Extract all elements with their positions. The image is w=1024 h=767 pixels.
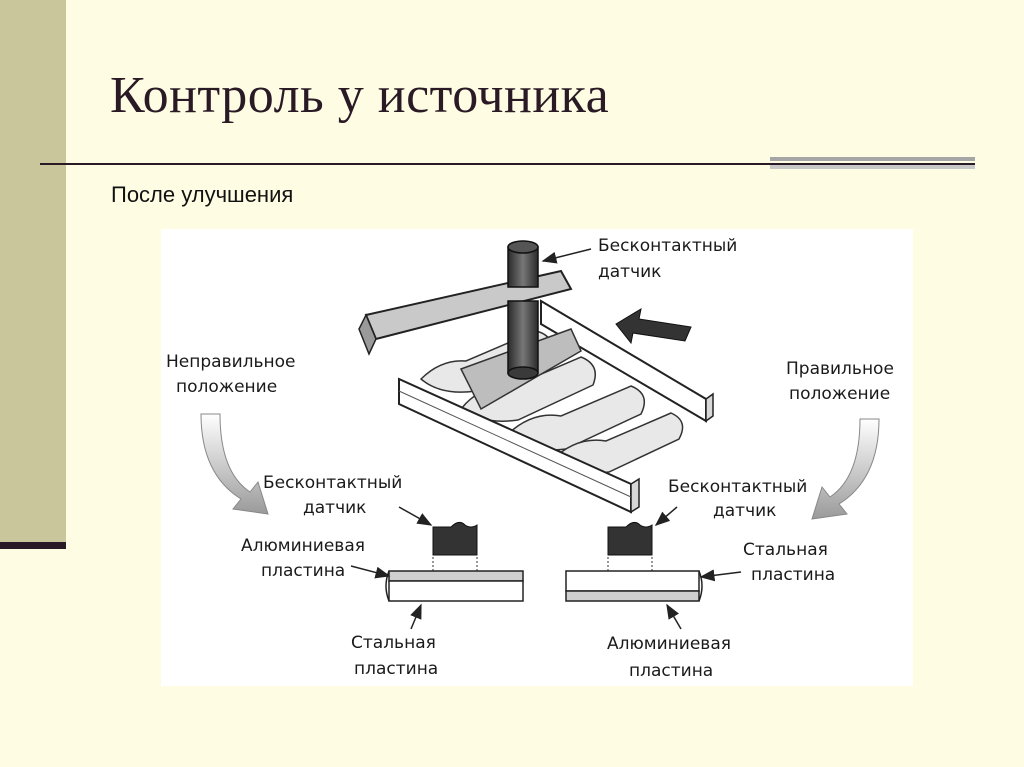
label-left-sensor-2: датчик <box>303 498 366 518</box>
diagram-figure: Бесконтактный датчик Неправильное положе… <box>161 229 913 686</box>
label-right-bottom-plate-2: пластина <box>629 661 713 681</box>
slide-title: Контроль у источника <box>110 67 610 124</box>
label-wrong-position-1: Неправильное <box>166 352 296 372</box>
label-right-position-2: положение <box>789 384 890 404</box>
curved-arrow-left <box>200 413 269 515</box>
label-right-top-plate-1: Стальная <box>743 540 828 560</box>
label-left-bottom-plate-2: пластина <box>354 659 438 679</box>
left-detail <box>350 506 524 630</box>
label-sensor-top-2: датчик <box>598 262 661 282</box>
title-divider <box>40 163 975 165</box>
side-bar-line <box>0 542 66 549</box>
label-left-sensor-1: Бесконтактный <box>263 473 402 493</box>
slide-subtitle: После улучшения <box>111 182 294 207</box>
label-sensor-top-1: Бесконтактный <box>598 236 737 256</box>
conveyor-illustration <box>358 240 714 514</box>
label-right-bottom-plate-1: Алюминиевая <box>607 634 731 654</box>
curved-arrow-right <box>811 418 880 520</box>
label-right-top-plate-2: пластина <box>751 565 835 585</box>
right-detail <box>565 506 742 630</box>
label-right-sensor-2: датчик <box>713 501 776 521</box>
label-left-top-plate-1: Алюминиевая <box>241 536 365 556</box>
label-right-sensor-1: Бесконтактный <box>668 477 807 497</box>
label-wrong-position-2: положение <box>176 377 277 397</box>
title-divider-accent <box>770 157 975 177</box>
label-left-bottom-plate-1: Стальная <box>351 633 436 653</box>
side-bar <box>0 0 66 549</box>
diagram-svg: Бесконтактный датчик Неправильное положе… <box>166 236 894 681</box>
label-left-top-plate-2: пластина <box>261 561 345 581</box>
label-right-position-1: Правильное <box>786 359 894 379</box>
